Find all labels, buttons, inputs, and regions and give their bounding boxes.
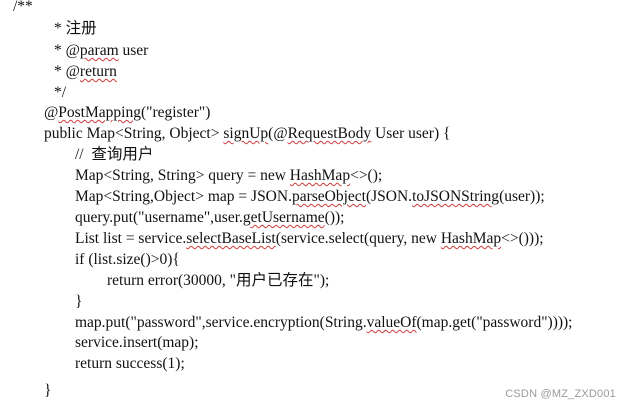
code-line-15: } [75, 292, 82, 312]
code-text: @ [44, 104, 59, 121]
code-text: User user) { [371, 125, 451, 142]
code-text: (JSON. [365, 188, 413, 205]
code-line-13: if (list.size()>0){ [75, 250, 180, 270]
code-text: (service.select(query, new [275, 230, 441, 247]
code-text: * @ [54, 63, 80, 80]
code-line-2: * 注册 [54, 19, 97, 39]
spellcheck-word: HashMap [289, 167, 351, 184]
code-text: ()); [324, 209, 345, 226]
code-line-5: */ [54, 83, 66, 103]
code-text: map.put("password",service.encryption(St… [75, 314, 367, 331]
spellcheck-word: parseObject [291, 188, 366, 205]
code-text: */ [54, 84, 67, 101]
spellcheck-word: PostMapping [58, 104, 141, 121]
spellcheck-word: param [79, 42, 119, 59]
code-line-12: List list = service.selectBaseList(servi… [75, 229, 544, 249]
code-line-19: } [44, 381, 51, 401]
code-text: <>(); [350, 167, 383, 184]
code-line-4: * @return [54, 62, 117, 82]
spellcheck-word: signUp [223, 125, 269, 142]
watermark: CSDN @MZ_ZXD001 [505, 388, 616, 400]
code-text: (map.get("password")))); [416, 314, 573, 331]
spellcheck-word: RequestBody [287, 125, 372, 142]
code-text: (user)); [499, 188, 545, 205]
spellcheck-word: valueOf [366, 314, 417, 331]
code-line-8: // 查询用户 [75, 145, 153, 165]
code-line-14: return error(30000, "用户已存在"); [107, 271, 329, 291]
code-text: Map<String, String> query = new [75, 167, 290, 184]
code-line-18: return success(1); [75, 354, 185, 374]
code-text: Map<String,Object> map = JSON. [75, 188, 292, 205]
spellcheck-word: toJSONString [412, 188, 500, 205]
code-text: * 注册 [54, 20, 97, 37]
code-text: query.put("username",user. [75, 209, 243, 226]
code-text: user [118, 42, 149, 59]
spellcheck-word: getUsername [242, 209, 325, 226]
code-text: } [75, 293, 83, 310]
code-text: * @ [54, 42, 80, 59]
code-text: } [44, 382, 52, 399]
code-text: service.insert(map); [75, 334, 199, 351]
code-text: /** [13, 0, 33, 15]
code-line-11: query.put("username",user.getUsername())… [75, 208, 344, 228]
code-text: (@ [268, 125, 288, 142]
code-text: return success(1); [75, 355, 185, 372]
code-line-7: public Map<String, Object> signUp(@Reque… [44, 124, 450, 144]
code-text: if (list.size()>0){ [75, 251, 180, 268]
code-text: return error(30000, "用户已存在"); [107, 272, 330, 289]
code-comment: // 查询用户 [75, 146, 154, 163]
code-text: public Map<String, Object> [44, 125, 224, 142]
code-line-10: Map<String,Object> map = JSON.parseObjec… [75, 187, 545, 207]
spellcheck-word: HashMap [440, 230, 502, 247]
code-line-6: @PostMapping("register") [44, 103, 210, 123]
code-text: List list = service. [75, 230, 187, 247]
code-text: ("register") [140, 104, 211, 121]
code-line-3: * @param user [54, 41, 148, 61]
spellcheck-word: selectBaseList [186, 230, 276, 247]
code-line-16: map.put("password",service.encryption(St… [75, 313, 573, 333]
spellcheck-word: return [79, 63, 117, 80]
code-line-1: /** [13, 0, 33, 17]
code-line-17: service.insert(map); [75, 333, 199, 353]
code-text: <>())); [501, 230, 544, 247]
code-line-9: Map<String, String> query = new HashMap<… [75, 166, 382, 186]
